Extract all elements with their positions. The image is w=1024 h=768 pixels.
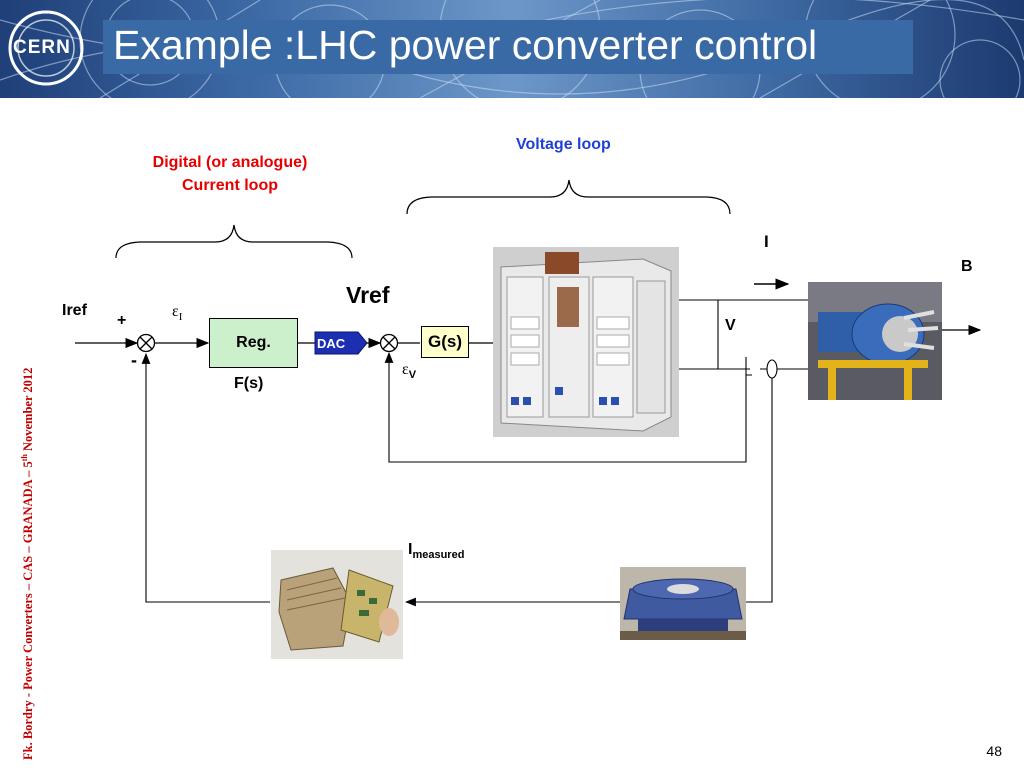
adc-electronics-photo <box>271 550 403 659</box>
voltage-loop-brace <box>406 179 731 215</box>
fs-label: F(s) <box>234 375 264 392</box>
plant-block: G(s) <box>421 326 469 358</box>
current-loop-label-line2: Current loop <box>182 177 278 194</box>
vref-label: Vref <box>346 282 390 308</box>
epsilon-i-label: εI <box>172 303 182 323</box>
dac-block <box>314 331 368 355</box>
epsilon-i-symbol: ε <box>172 303 179 320</box>
current-loop-label-line1: Digital (or analogue) <box>152 154 308 171</box>
minus-sign: - <box>131 350 137 370</box>
page-number: 48 <box>986 743 1002 759</box>
dcct-ellipse <box>766 359 778 379</box>
epsilon-v-label: εV <box>402 361 416 381</box>
dcct-symbol <box>745 357 752 376</box>
iref-label: Iref <box>62 302 87 319</box>
voltage-loop-label: Voltage loop <box>516 136 611 153</box>
regulator-label: Reg. <box>236 334 271 351</box>
imeasured-label: Imeasured <box>408 541 464 561</box>
slide-title: Example :LHC power converter control <box>113 22 818 68</box>
epsilon-v-sub: V <box>408 369 417 382</box>
dcct-sensor-photo <box>620 567 746 640</box>
lhc-magnet-photo <box>808 282 942 400</box>
cern-logo: CERN <box>4 6 88 90</box>
current-feedback-line <box>141 352 270 603</box>
current-loop-label: Digital (or analogue) Current loop <box>130 151 330 197</box>
voltage-feedback-line <box>384 351 747 463</box>
epsilon-v-symbol: ε <box>402 361 409 378</box>
voltage-v-label: V <box>725 317 736 334</box>
title-box <box>103 20 913 74</box>
sum-junction-voltage <box>379 333 399 353</box>
dcct-to-sensor-line <box>746 378 773 603</box>
imeasured-main: I <box>408 541 413 558</box>
current-loop-brace <box>115 224 353 259</box>
sum-junction-current <box>136 333 156 353</box>
epsilon-i-sub: I <box>178 311 183 324</box>
plant-label: G(s) <box>428 332 462 351</box>
imeasured-sub: measured <box>412 549 465 562</box>
regulator-block: Reg. <box>209 318 298 368</box>
power-converter-photo <box>493 247 679 437</box>
field-b-label: B <box>961 258 973 275</box>
plus-sign: + <box>117 312 127 329</box>
current-i-label: I <box>764 232 769 251</box>
cern-logo-text: CERN <box>13 37 71 58</box>
dac-label: DAC <box>317 336 346 351</box>
